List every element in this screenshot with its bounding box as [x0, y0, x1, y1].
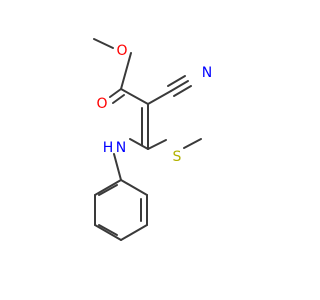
amine-n-label: N [116, 140, 126, 156]
amine-h-label: H [103, 140, 114, 156]
bond-nitrile-triple-2 [167, 75, 186, 87]
bond-ester-o-carbonyl-c [120, 52, 132, 90]
bond-carbonyl-alpha [120, 88, 149, 105]
bond-nitrile-triple-1 [170, 80, 189, 92]
bond-carbonyl-double-2 [112, 94, 125, 104]
bond-nitrile-triple-3 [173, 85, 192, 97]
molecule-canvas: O O N S H N [93, 38, 212, 241]
bond-vinyl-s [147, 139, 167, 150]
bond-carbonyl-double-1 [109, 88, 122, 98]
sulfur-label: S [173, 149, 182, 165]
ester-oxygen-label: O [116, 43, 127, 59]
carbonyl-oxygen-label: O [96, 96, 107, 112]
bond-nh-phenyl [113, 153, 122, 181]
bond-vinyl-nh [129, 138, 149, 150]
molecule-structure: O O N S H N [93, 38, 212, 241]
bond-alpha-nitrile-c [147, 90, 172, 105]
bond-s-methyl [183, 138, 202, 149]
nitrile-nitrogen-label: N [202, 65, 212, 81]
bond-methyl-ester-o [93, 38, 114, 49]
phenyl-ring [94, 179, 148, 241]
